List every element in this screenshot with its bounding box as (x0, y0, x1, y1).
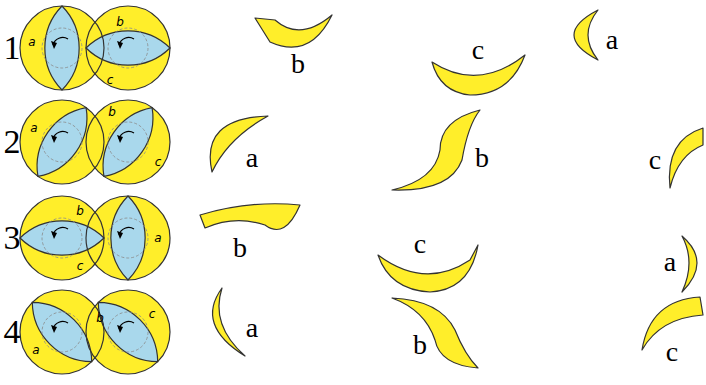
part-letter: c (155, 156, 162, 168)
piece-letter: a (246, 144, 258, 172)
part-letter: a (32, 344, 39, 356)
piece-letter: c (414, 230, 426, 258)
rotor-pair (20, 98, 170, 186)
part-letter: c (107, 74, 114, 86)
row-number: 1 (4, 31, 21, 65)
rotor-pair (20, 290, 170, 374)
row-number: 3 (4, 221, 21, 255)
part-letter: a (154, 232, 161, 244)
piece-letter: c (472, 36, 484, 64)
piece-letter: b (413, 331, 427, 359)
part-letter: c (77, 260, 84, 272)
crescent-pieces (200, 10, 703, 368)
piece-letter: a (246, 314, 258, 342)
piece-letter: b (475, 144, 489, 172)
piece-letter: a (664, 248, 676, 276)
part-letter: a (30, 122, 37, 134)
piece-letter: b (291, 50, 305, 78)
piece-letter: c (666, 338, 678, 366)
part-letter: a (28, 36, 35, 48)
rotor-pair (20, 196, 170, 280)
row-number: 4 (4, 315, 21, 349)
part-letter: b (108, 106, 116, 118)
piece-letter: b (233, 234, 247, 262)
piece-letter: a (606, 26, 618, 54)
piece-letter: c (649, 146, 661, 174)
row-number: 2 (4, 125, 21, 159)
rotor-pair (20, 6, 170, 90)
part-letter: c (149, 308, 156, 320)
part-letter: b (96, 312, 104, 324)
part-letter: b (116, 16, 124, 28)
part-letter: b (76, 205, 84, 217)
